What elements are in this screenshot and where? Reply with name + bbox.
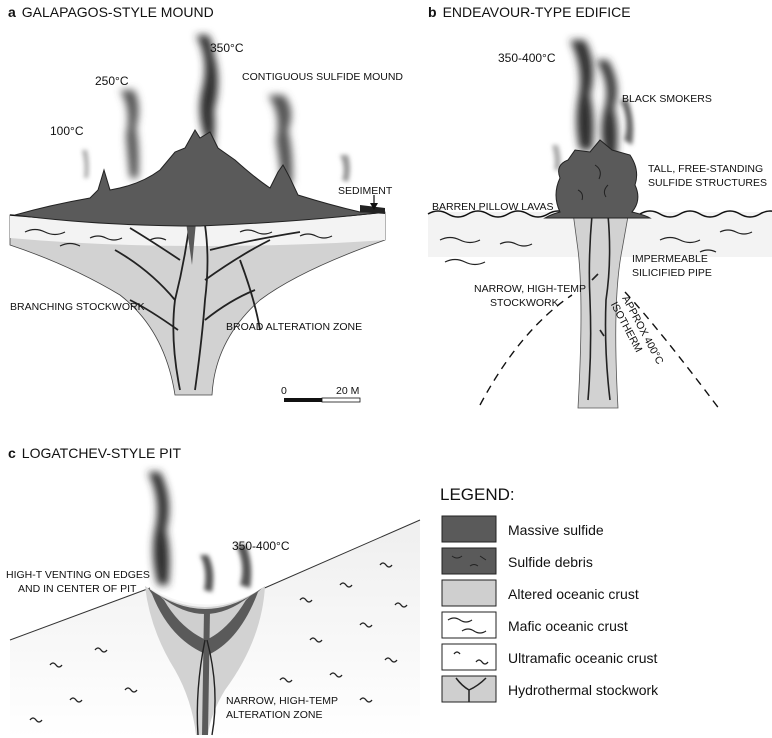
panel-b: b ENDEAVOUR-TYPE EDIFICE [427,4,772,411]
label-tall-2: SULFIDE STRUCTURES [648,177,767,189]
label-narrow-c-2: ALTERATION ZONE [226,709,322,721]
panel-a-stockwork-veins [114,219,301,391]
legend-item-massive-sulfide: Massive sulfide [508,522,604,538]
panel-b-edifice-texture [577,164,609,201]
panel-c: c LOGATCHEV-STYLE PIT [6,445,421,738]
panel-c-letter: c [8,445,16,461]
panel-a-sulfide-mound [14,129,386,227]
label-imperm-1: IMPERMEABLE [632,253,708,265]
panel-c-seafloor [9,519,421,641]
legend-item-mafic-crust: Mafic oceanic crust [508,618,628,634]
legend-item-ultramafic-crust: Ultramafic oceanic crust [508,650,657,666]
altered-crust-swatch [441,579,497,607]
panel-b-temp: 350-400°C [498,51,556,65]
panel-b-pipe [571,204,631,409]
sulfide-debris-swatch [441,547,497,575]
label-branching: BRANCHING STOCKWORK [10,301,145,313]
panel-c-temp: 350-400°C [232,539,290,553]
scale-zero: 0 [281,385,287,397]
panel-b-pillow-lavas [427,210,772,218]
plume-100 [82,150,89,178]
mafic-crust-swatch [441,611,497,639]
label-sediment: SEDIMENT [338,185,393,197]
plume-contiguous [268,95,293,185]
isotherm-right [624,291,721,411]
label-350: 350°C [210,41,244,55]
panel-b-title: ENDEAVOUR-TYPE EDIFICE [443,4,631,20]
panel-c-plumes [148,472,252,592]
plume-350 [196,35,218,155]
label-venting-1: HIGH-T VENTING ON EDGES [6,569,150,581]
panel-b-letter: b [428,4,437,20]
label-imperm-2: SILICIFIED PIPE [632,267,712,279]
label-narrow-b-1: NARROW, HIGH-TEMP [474,283,586,295]
legend-item-stockwork: Hydrothermal stockwork [508,682,659,698]
scale-twenty: 20 M [336,385,359,397]
panel-a: a GALAPAGOS-STYLE MOUND [8,4,403,403]
label-isotherm: APPROX 400°C ISOTHERM [608,294,666,367]
panel-c-title: LOGATCHEV-STYLE PIT [22,445,182,461]
label-250: 250°C [95,74,129,88]
label-broad: BROAD ALTERATION ZONE [226,321,362,333]
label-tall-1: TALL, FREE-STANDING [648,163,763,175]
isotherm-left [479,294,573,406]
legend-title: LEGEND: [440,485,515,504]
label-venting-2: AND IN CENTER OF PIT [18,583,137,595]
panel-a-feeder [186,222,196,265]
label-narrow-b-2: STOCKWORK [490,297,559,309]
legend-item-altered-crust: Altered oceanic crust [508,586,639,602]
plume-250 [120,90,139,178]
stockwork-swatch [441,675,497,703]
panel-b-plumes [552,40,634,170]
massive-sulfide-swatch [441,515,497,543]
panel-b-edifice [543,139,652,219]
scale-bar: 0 20 M [281,385,361,403]
plume-small-right [340,155,350,182]
panel-c-stockwork-veins [196,639,216,736]
label-100: 100°C [50,124,84,138]
panel-a-pillow-marks [24,228,333,247]
sediment-arrowhead [370,203,378,210]
label-black-smokers: BLACK SMOKERS [622,93,712,105]
panel-a-plumes [82,35,350,185]
ultramafic-crust-swatch [441,643,497,671]
label-contiguous: CONTIGUOUS SULFIDE MOUND [242,71,403,83]
panel-a-title: GALAPAGOS-STYLE MOUND [22,4,214,20]
panel-a-letter: a [8,4,16,20]
panel-b-pipe-veins [587,214,611,401]
panel-c-ultramafic-marks [29,562,408,723]
label-barren: BARREN PILLOW LAVAS [432,201,554,213]
panel-a-sediment [360,205,385,214]
legend-item-sulfide-debris: Sulfide debris [508,554,593,570]
panel-b-pillow-marks [439,229,753,266]
legend: LEGEND: Massive sulfide Sulfide debris A… [440,485,659,703]
label-narrow-c-1: NARROW, HIGH-TEMP [226,695,338,707]
